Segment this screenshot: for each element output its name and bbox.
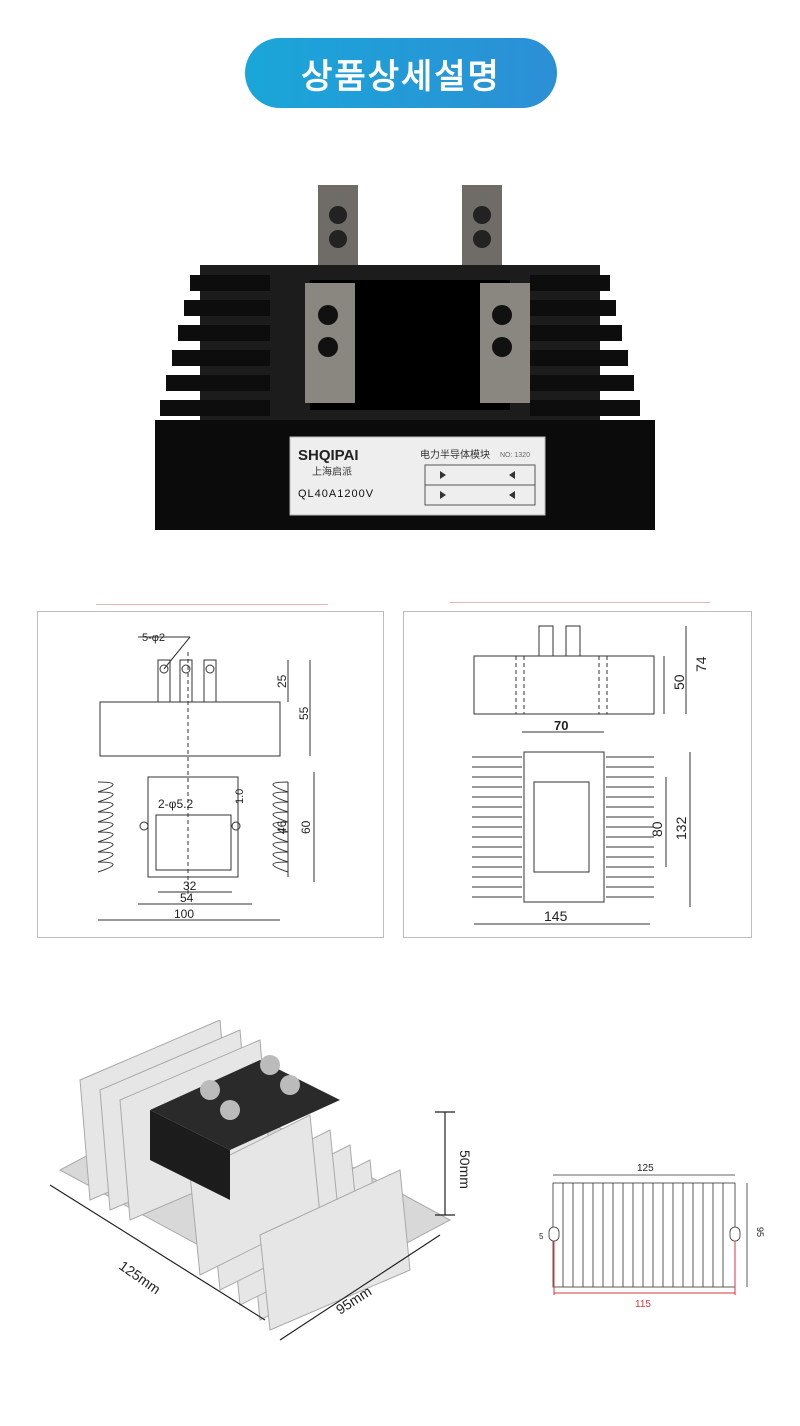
terminal-right xyxy=(462,185,502,275)
label-holes-mount: 2-φ5.2 xyxy=(158,797,193,811)
divider-left xyxy=(96,604,328,605)
dim-top: 125 xyxy=(637,1163,654,1174)
page-title: 상품상세설명 xyxy=(245,38,557,108)
dim-length: 125mm xyxy=(116,1257,163,1297)
dim-54: 54 xyxy=(180,891,194,905)
dim-50: 50 xyxy=(671,674,687,690)
dim-25: 25 xyxy=(275,674,289,688)
heatsink-photo: 50mm 125mm 95mm xyxy=(49,1020,473,1341)
label-holes-small: 5-φ2 xyxy=(142,632,165,644)
heatsink-drawing: 125 95 5 115 xyxy=(539,1163,765,1310)
label-brand: SHQIPAI xyxy=(298,447,359,464)
dim-bottom: 115 xyxy=(635,1299,651,1310)
product-label: SHQIPAI 电力半导体模块 NO: 1320 上海启派 QL40A1200V xyxy=(289,436,546,516)
heatsink-fins xyxy=(160,265,640,425)
label-title: 电力半导体模块 xyxy=(420,448,490,461)
product-photo: SHQIPAI 电力半导体模块 NO: 1320 上海启派 QL40A1200V xyxy=(155,185,655,530)
dim-55: 55 xyxy=(297,706,311,720)
dim-100: 100 xyxy=(174,907,194,921)
terminal-left xyxy=(318,185,358,275)
dim-74: 74 xyxy=(693,656,709,672)
dim-slot: 5 xyxy=(539,1232,544,1241)
drawing-right: 50 74 70 80 132 145 xyxy=(472,625,709,925)
dim-70: 70 xyxy=(554,718,568,733)
dim-80: 80 xyxy=(649,821,665,837)
dim-32: 32 xyxy=(183,879,197,893)
drawing-left: 5-φ2 2-φ5.2 25 55 1.0 46 60 32 54 100 xyxy=(97,632,315,921)
module-on-heatsink xyxy=(150,1055,340,1200)
dim-right: 95 xyxy=(755,1227,765,1237)
terminal-front xyxy=(305,283,530,403)
dim-1-0: 1.0 xyxy=(234,789,246,804)
divider-right xyxy=(450,602,710,603)
label-model: QL40A1200V xyxy=(298,488,374,500)
label-code: NO: 1320 xyxy=(500,452,530,459)
dim-145: 145 xyxy=(544,908,568,924)
dim-60: 60 xyxy=(299,820,313,834)
dim-132: 132 xyxy=(673,816,689,840)
label-subtitle: 上海启派 xyxy=(312,465,352,478)
drawing-right-frame xyxy=(403,611,752,938)
dim-height: 50mm xyxy=(457,1150,473,1189)
dim-46: 46 xyxy=(275,820,289,834)
